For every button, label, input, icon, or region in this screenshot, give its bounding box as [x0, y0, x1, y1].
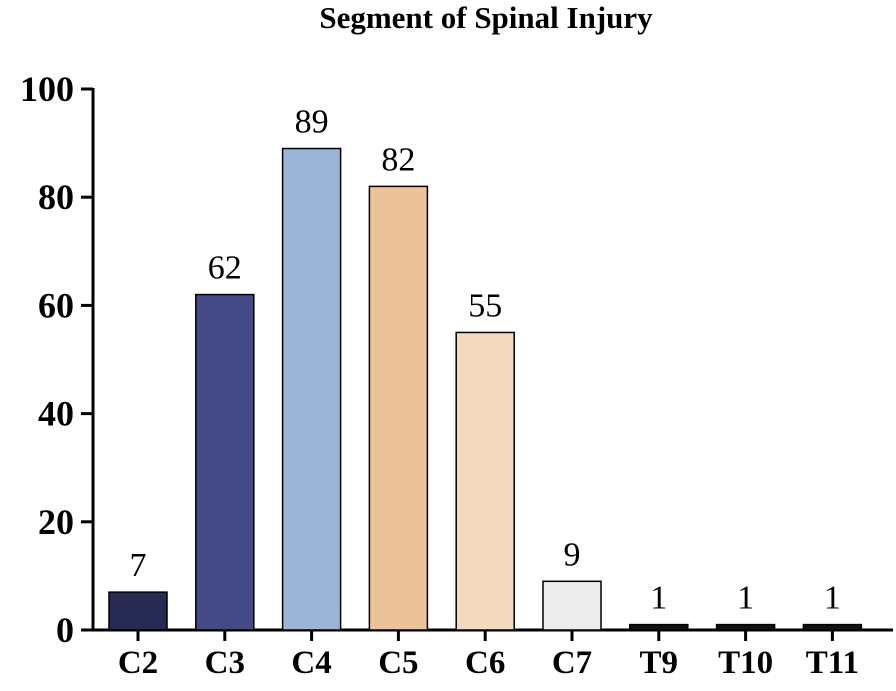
y-tick-label: 60 [38, 285, 74, 325]
y-tick-label: 40 [38, 394, 74, 434]
bar-c5 [368, 185, 429, 631]
x-tick-label-c7: C7 [552, 645, 592, 681]
data-label-c5: 82 [381, 141, 415, 178]
bar-c7 [542, 580, 602, 631]
data-label-c6: 55 [468, 287, 502, 324]
data-labels: 7 62 89 82 55 9 1 1 1 [130, 104, 841, 617]
x-tick-label-t11: T11 [806, 645, 859, 681]
bars [108, 147, 863, 631]
x-tick-label-c2: C2 [118, 645, 158, 681]
x-tick-label-c6: C6 [465, 645, 505, 681]
data-label-c7: 9 [564, 536, 581, 573]
chart-title: Segment of Spinal Injury [319, 0, 653, 35]
bar-c3 [195, 293, 255, 631]
data-label-c4: 89 [295, 104, 329, 141]
bar-t9 [629, 623, 689, 631]
x-tick-label-t10: T10 [718, 645, 773, 681]
x-axis-ticks: C2 C3 C4 C5 C6 C7 T9 T10 T11 [118, 630, 859, 681]
bar-t11 [802, 623, 863, 631]
y-tick-label: 20 [38, 502, 74, 542]
y-tick-label: 80 [38, 177, 74, 217]
bar-t10 [715, 623, 776, 631]
data-label-t11: 1 [824, 580, 841, 617]
data-label-t10: 1 [737, 580, 754, 617]
data-label-c3: 62 [208, 250, 242, 287]
y-axis-ticks: 0 20 40 60 80 100 [20, 69, 93, 650]
x-tick-label-c5: C5 [378, 645, 418, 681]
x-tick-label-t9: T9 [640, 645, 679, 681]
bar-c2 [108, 591, 168, 631]
y-tick-label: 0 [56, 610, 74, 650]
y-tick-label: 100 [20, 69, 74, 109]
data-label-c2: 7 [130, 547, 147, 584]
bar-c6 [455, 331, 515, 631]
x-tick-label-c3: C3 [205, 645, 245, 681]
x-tick-label-c4: C4 [291, 645, 331, 681]
bar-c4 [281, 147, 342, 631]
data-label-t9: 1 [650, 580, 667, 617]
